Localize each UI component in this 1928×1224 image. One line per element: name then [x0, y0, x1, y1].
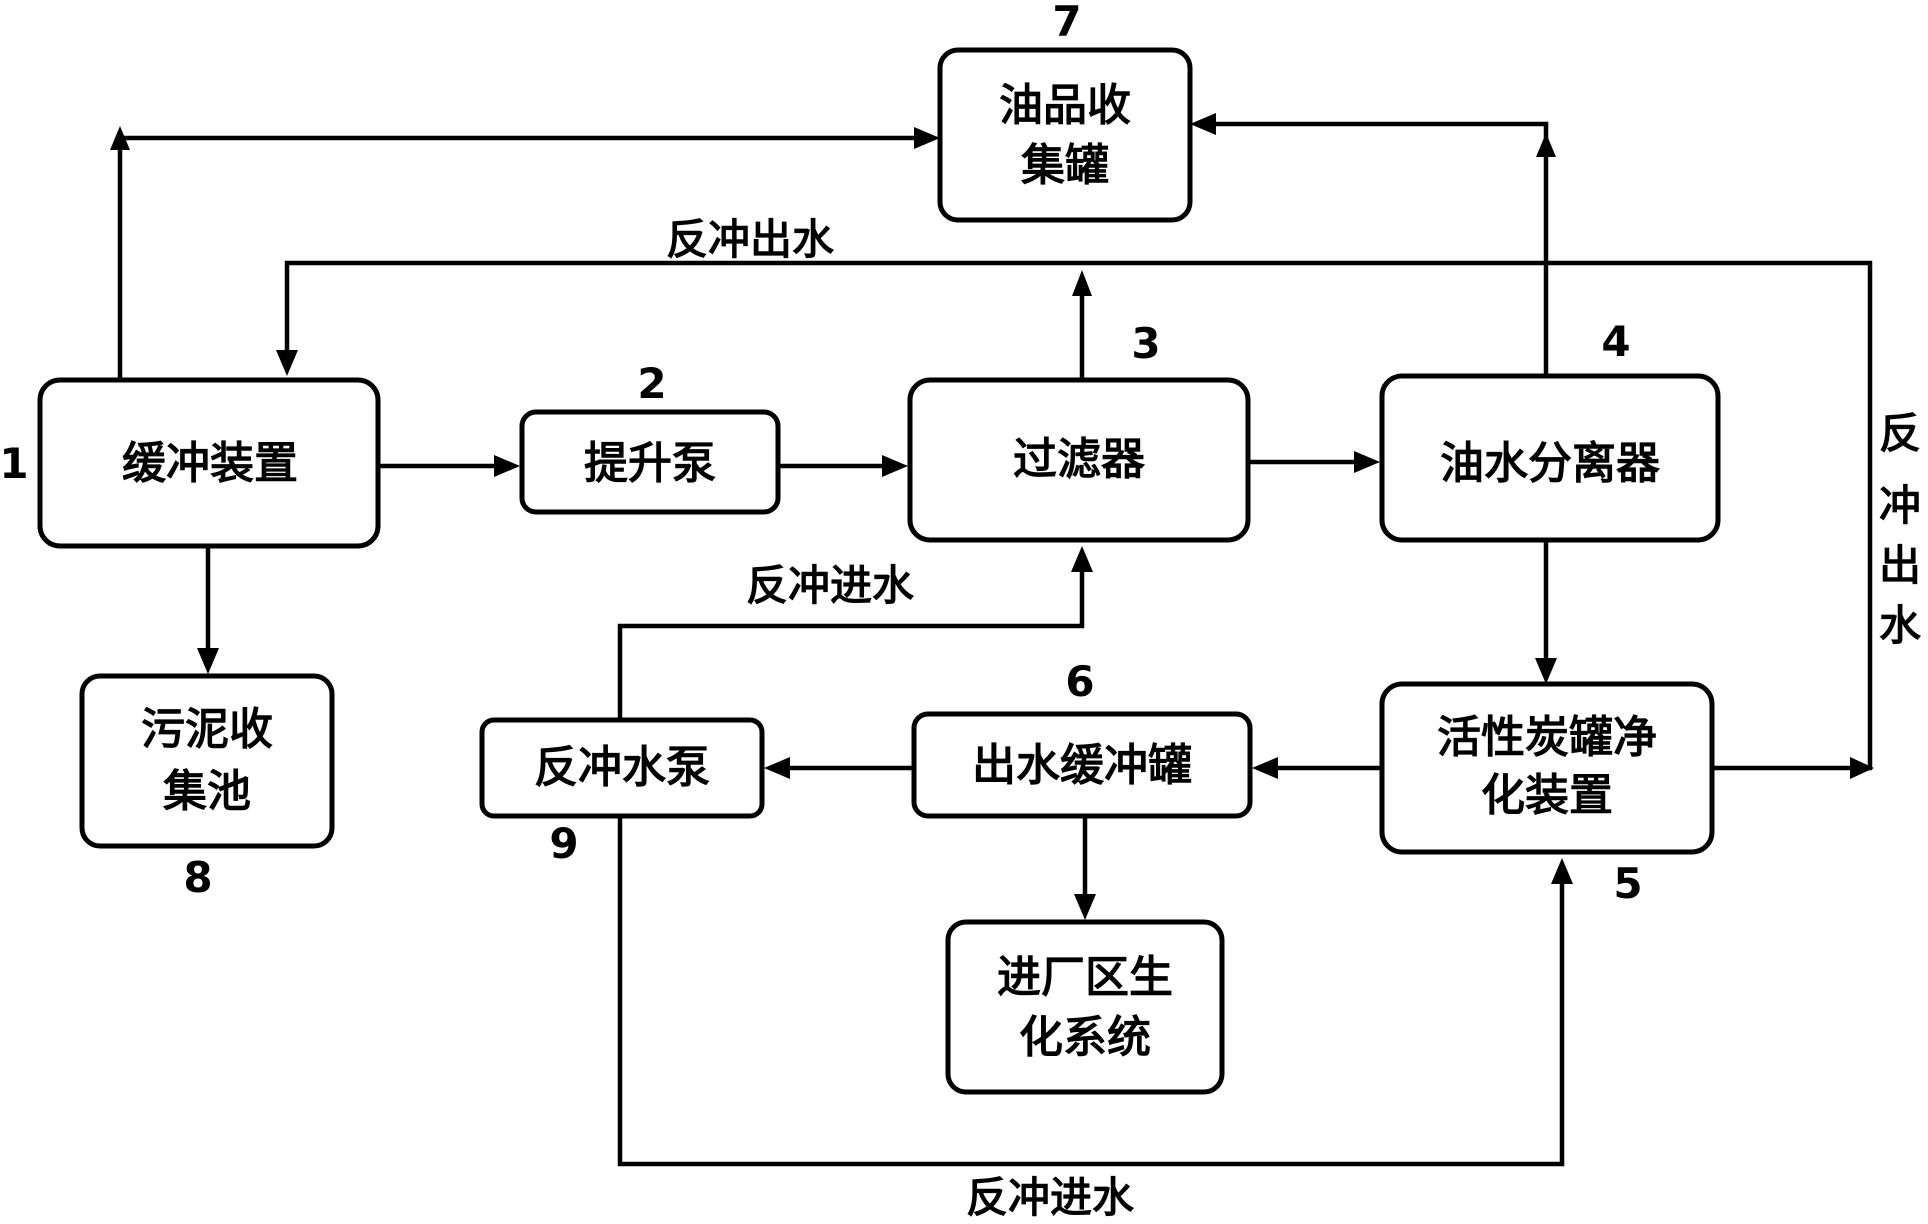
node-buffer-device: 缓冲装置: [37, 377, 381, 549]
node-label: 油品收: [999, 80, 1131, 131]
connector-backwash-inlet-filter: [617, 562, 1085, 718]
node-label: 化装置: [1481, 770, 1613, 821]
arrowhead: [1850, 757, 1874, 779]
node-label: 过滤器: [1013, 434, 1146, 485]
arrowhead: [276, 350, 298, 376]
node-label: 进厂区生: [997, 952, 1173, 1003]
node-label: 提升泵: [584, 438, 716, 489]
node-number-1: 1: [0, 439, 29, 488]
flow-label-backwash-outlet: 反冲出水: [666, 215, 835, 264]
arrowhead: [764, 757, 790, 779]
connector-backwash-outlet: [284, 260, 1873, 771]
node-sludge-pool: 污泥收 集池: [79, 673, 335, 849]
arrowhead: [1252, 757, 1278, 779]
arrowhead: [1072, 270, 1092, 296]
node-number-6: 6: [1065, 657, 1094, 706]
arrowhead: [110, 126, 130, 150]
arrowhead: [1536, 133, 1556, 157]
connector-separator-to-oil-tank: [1205, 121, 1549, 374]
node-number-5: 5: [1613, 859, 1642, 908]
arrowhead: [197, 648, 219, 674]
node-number-7: 7: [1052, 0, 1081, 46]
node-carbon-purifier: 活性炭罐净 化装置: [1379, 681, 1715, 855]
node-label: 油水分离器: [1440, 438, 1661, 489]
node-label: 污泥收: [141, 704, 273, 755]
node-filter: 过滤器: [907, 377, 1251, 543]
arrowhead: [914, 127, 940, 149]
flow-label-backwash-outlet-vertical: 反: [1879, 409, 1921, 458]
arrowhead: [1535, 658, 1557, 684]
node-number-3: 3: [1131, 319, 1160, 368]
node-number-9: 9: [549, 819, 578, 868]
node-backwash-pump: 反冲水泵: [479, 717, 765, 819]
node-label: 集池: [162, 766, 251, 817]
node-lift-pump: 提升泵: [519, 409, 781, 515]
arrowhead: [1071, 546, 1093, 572]
node-number-2: 2: [637, 359, 666, 408]
arrowhead: [1074, 894, 1096, 920]
flow-label-backwash-outlet-vertical: 水: [1879, 601, 1922, 650]
connector-backwash-inlet-carbon: [617, 818, 1565, 1167]
node-label: 缓冲装置: [122, 438, 298, 489]
flow-label-backwash-inlet-carbon: 反冲进水: [966, 1173, 1135, 1222]
arrowhead: [1354, 451, 1380, 473]
node-oil-collection-tank: 油品收 集罐: [937, 47, 1193, 223]
arrowhead: [494, 455, 520, 477]
arrowhead: [1190, 113, 1216, 135]
node-biochem-system: 进厂区生 化系统: [945, 919, 1225, 1095]
node-label: 反冲水泵: [534, 742, 710, 793]
node-label: 活性炭罐净: [1437, 712, 1657, 763]
node-oil-water-separator: 油水分离器: [1379, 373, 1721, 543]
node-label: 化系统: [1019, 1012, 1151, 1063]
flow-label-backwash-outlet-vertical: 出: [1879, 541, 1921, 590]
node-number-8: 8: [183, 853, 212, 902]
flow-label-backwash-inlet-filter: 反冲进水: [746, 561, 915, 610]
flow-label-backwash-outlet-vertical: 冲: [1879, 481, 1921, 530]
node-effluent-buffer-tank: 出水缓冲罐: [911, 711, 1253, 819]
arrowhead: [1551, 858, 1573, 884]
node-label: 出水缓冲罐: [972, 740, 1192, 791]
node-label: 集罐: [1020, 140, 1109, 191]
node-number-4: 4: [1601, 317, 1630, 366]
arrowhead: [882, 455, 908, 477]
